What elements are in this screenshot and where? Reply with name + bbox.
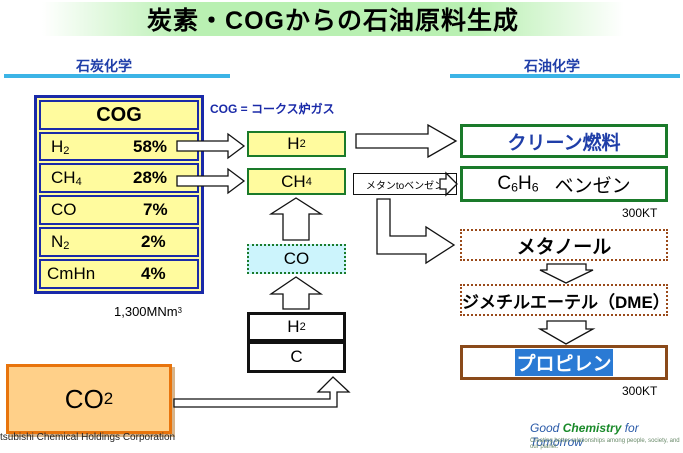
cog-table-header: COG: [39, 100, 199, 130]
arrow-dme-to-propylene: [537, 320, 596, 345]
arrow-ch4-to-methanol: [376, 198, 456, 265]
co2-symbol: CO: [64, 383, 104, 414]
cog-row-co: CO 7%: [39, 195, 199, 225]
footer-company: tsubishi Chemical Holdings Corporation: [0, 432, 176, 443]
ch4-symbol: CH: [281, 171, 306, 191]
cog-gas-co: CO: [51, 200, 77, 220]
gas-symbol: N: [51, 232, 64, 251]
benzene-formula: C6H6: [497, 173, 538, 195]
gas-subscript: 2: [63, 240, 70, 253]
cog-row-ch4: CH4 28%: [39, 163, 199, 193]
gas-symbol: CmHn: [47, 264, 96, 283]
cog-row-cmhn: CmHn 4%: [39, 259, 199, 289]
gas-symbol: H: [51, 137, 64, 156]
gas-symbol: CH: [51, 168, 76, 187]
clean-fuel-label: クリーン燃料: [507, 132, 621, 154]
cog-pct-cmhn: 4%: [141, 264, 166, 283]
cog-pct-h2: 58%: [133, 137, 168, 156]
cog-gas-n2: N2: [51, 232, 69, 252]
tagline-for-tomorrow: for Tomorrow: [530, 421, 639, 449]
tagline-good: Good: [530, 421, 563, 435]
cog-pct-ch4: 28%: [133, 168, 168, 187]
cog-row-h2: H2 58%: [39, 132, 199, 161]
carbon-symbol: C: [290, 347, 303, 366]
co2-subscript: 2: [103, 389, 114, 408]
propylene-label: プロピレン: [515, 349, 613, 376]
footer-tagline-sub: Creating better relationships among peop…: [530, 438, 680, 450]
cog-pct-co: 7%: [143, 200, 168, 219]
cog-volume-unit-sup: 3: [177, 305, 182, 315]
title-banner: 炭素・COGからの石油原料生成: [42, 2, 624, 36]
ch4-subscript: 4: [305, 175, 312, 188]
benzene-box: C6H6 ベンゼン: [460, 166, 668, 202]
cog-table-header-label: COG: [96, 103, 142, 126]
dme-box: ジメチルエーテル（DME）: [460, 284, 670, 316]
dme-label: ジメチルエーテル（DME）: [462, 292, 670, 312]
benzene-h: H: [517, 173, 532, 194]
page-title: 炭素・COGからの石油原料生成: [147, 7, 519, 35]
benzene-name: ベンゼン: [554, 175, 631, 197]
arrow-methanol-to-dme: [539, 263, 594, 284]
methane-to-benzene-label: メタンtoベンゼン: [353, 173, 457, 195]
benzene-h-sub: 6: [531, 180, 539, 195]
section-coal-chemistry: 石炭化学: [76, 58, 132, 74]
gas-symbol: CO: [51, 200, 77, 219]
benzene-capacity: 300KT: [622, 206, 658, 220]
tagline-chemistry: Chemistry: [562, 421, 622, 435]
cog-volume-value: 1,300MNm: [114, 304, 178, 319]
methanol-label: メタノール: [516, 236, 612, 258]
arrow-h2-to-clean-fuel: [355, 123, 458, 159]
h2-stack-symbol: H: [287, 317, 300, 336]
cog-row-n2: N2 2%: [39, 227, 199, 257]
gas-subscript: 4: [75, 176, 82, 189]
cog-volume: 1,300MNm3: [114, 304, 182, 319]
methanol-box: メタノール: [460, 229, 668, 261]
cog-gas-cmhn: CmHn: [47, 264, 95, 284]
benzene-c-sub: 6: [511, 180, 518, 195]
methane-to-benzene-text: メタンtoベンゼン: [365, 180, 445, 192]
h2-subscript: 2: [299, 138, 306, 150]
gas-subscript: 2: [63, 145, 70, 158]
cog-composition-table: COG H2 58% CH4 28% CO 7% N2 2% CmHn 4%: [34, 95, 204, 294]
cog-gas-ch4: CH4: [51, 168, 82, 188]
arrow-co-to-ch4: [268, 197, 324, 241]
cog-pct-n2: 2%: [141, 232, 166, 251]
section-rule-right: [450, 74, 680, 78]
propylene-capacity: 300KT: [622, 384, 658, 398]
co-box: CO: [247, 244, 346, 274]
h2-stack-subscript: 2: [299, 321, 306, 333]
arrow-co2-to-carbon: [173, 376, 351, 408]
section-rule-left: [4, 74, 230, 78]
section-petrochemistry: 石油化学: [524, 58, 580, 74]
cog-gas-h2: H2: [51, 137, 69, 157]
clean-fuel-box: クリーン燃料: [460, 124, 668, 158]
arrow-stack-to-co: [268, 276, 324, 310]
h2-symbol: H: [287, 134, 300, 153]
cog-definition-note: COG = コークス炉ガス: [210, 102, 335, 116]
carbon-box: C: [247, 341, 346, 373]
co-symbol: CO: [283, 249, 310, 268]
benzene-c: C: [497, 173, 512, 194]
propylene-box: プロピレン: [460, 345, 668, 380]
footer-tagline: Good Chemistry for Tomorrow: [530, 421, 683, 449]
